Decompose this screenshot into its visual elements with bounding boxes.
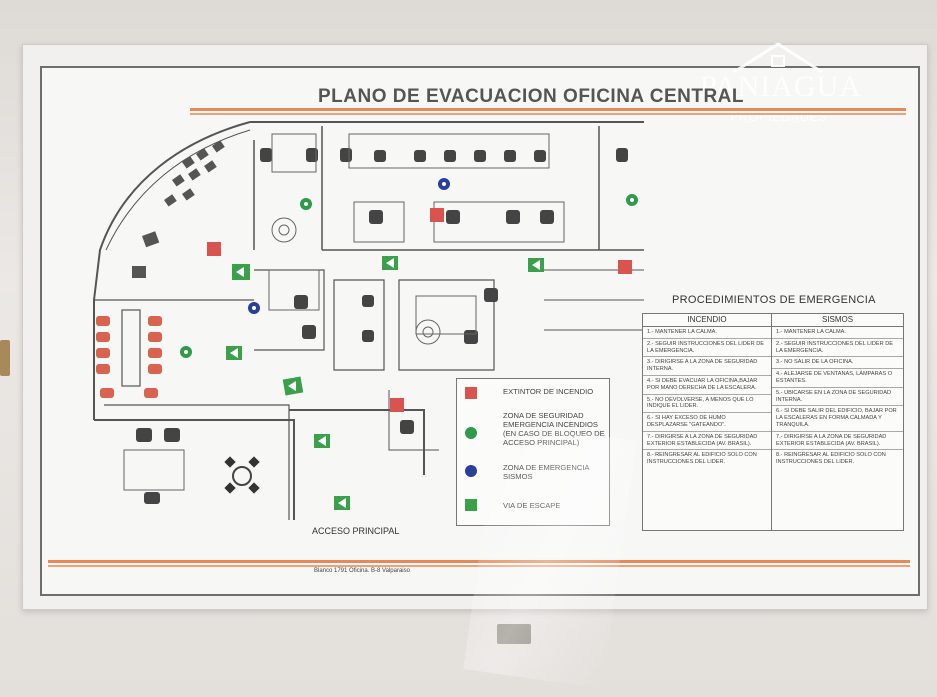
title-stripe-bottom [190, 113, 906, 115]
green-dot-icon [465, 427, 477, 439]
office-address: Blanco 1791 Oficina. B-8 Valparaiso [314, 568, 410, 574]
incendio-step: 8.- REINGRESAR AL EDIFICIO SOLO CON INST… [647, 452, 757, 466]
sismos-step: 5.- UBICARSE EN LA ZONA DE SEGURIDAD INT… [772, 388, 903, 407]
incendio-step: 2.- SEGUIR INSTRUCCIONES DEL LIDER DE LA… [643, 339, 771, 358]
procedures-table: INCENDIO 1.- MANTENER LA CALMA. 2.- SEGU… [642, 313, 904, 531]
sismos-step: 1.- MANTENER LA CALMA. [772, 327, 903, 339]
sismos-column: SISMOS 1.- MANTENER LA CALMA. 2.- SEGUIR… [772, 314, 903, 530]
sismos-step: 8.- REINGRESAR AL EDIFICIO SOLO CON INST… [776, 452, 886, 466]
incendio-step: 6.- SI HAY EXCESO DE HUMO DESPLAZARSE "G… [643, 413, 771, 432]
floor-plan [93, 121, 644, 520]
legend-fire-safety-label: ZONA DE SEGURIDAD EMERGENCIA INCENDIOS (… [503, 411, 605, 447]
sismos-step: 7.- DIRIGIRSE A LA ZONA DE SEGURIDAD EXT… [772, 432, 903, 451]
bottom-stripe-bottom [48, 565, 910, 567]
legend-earthquake-label: ZONA DE EMERGENCIA SISMOS [503, 463, 590, 481]
blue-dot-icon [465, 465, 477, 477]
sismos-step: 6.- SI DEBE SALIR DEL EDIFICIO, BAJAR PO… [772, 406, 903, 432]
sismos-step: 4.- ALEJARSE DE VENTANAS, LÁMPARAS O EST… [772, 369, 903, 388]
incendio-step: 3.- DIRIGIRSE A LA ZONA DE SEGURIDAD INT… [643, 357, 771, 376]
incendio-step: 7.- DIRIGIRSE A LA ZONA DE SEGURIDAD EXT… [643, 432, 771, 451]
incendio-step: 1.- MANTENER LA CALMA. [643, 327, 771, 339]
procedures-title: PROCEDIMIENTOS DE EMERGENCIA [672, 294, 876, 306]
incendio-header: INCENDIO [643, 314, 771, 327]
frame-clip-bottom [497, 624, 531, 644]
legend-exit-label: VIA DE ESCAPE [503, 501, 561, 510]
incendio-step: 5.- NO DEVOLVERSE, A MENOS QUE LO INDIQU… [643, 395, 771, 414]
main-access-label: ACCESO PRINCIPAL [312, 526, 400, 536]
plan-title: PLANO DE EVACUACION OFICINA CENTRAL [318, 86, 744, 107]
sismos-header: SISMOS [772, 314, 903, 327]
title-stripe-top [190, 108, 906, 111]
sismos-step: 2.- SEGUIR INSTRUCCIONES DEL LIDER DE LA… [772, 339, 903, 358]
sismos-step: 3.- NO SALIR DE LA OFICINA. [772, 357, 903, 370]
legend-box: EXTINTOR DE INCENDIO ZONA DE SEGURIDAD E… [456, 378, 610, 526]
legend-extinguisher-label: EXTINTOR DE INCENDIO [503, 387, 594, 396]
exit-arrow-icon [465, 499, 477, 511]
frame-clip-left [0, 340, 10, 376]
fire-extinguisher-icon [465, 387, 477, 399]
bottom-stripe-top [48, 560, 910, 563]
incendio-column: INCENDIO 1.- MANTENER LA CALMA. 2.- SEGU… [643, 314, 772, 530]
watermark-brand: PANIAGUA [700, 70, 862, 103]
incendio-step: 4.- SI DEBE EVACUAR LA OFICINA,BAJAR POR… [643, 376, 771, 395]
house-logo-icon [733, 42, 823, 74]
